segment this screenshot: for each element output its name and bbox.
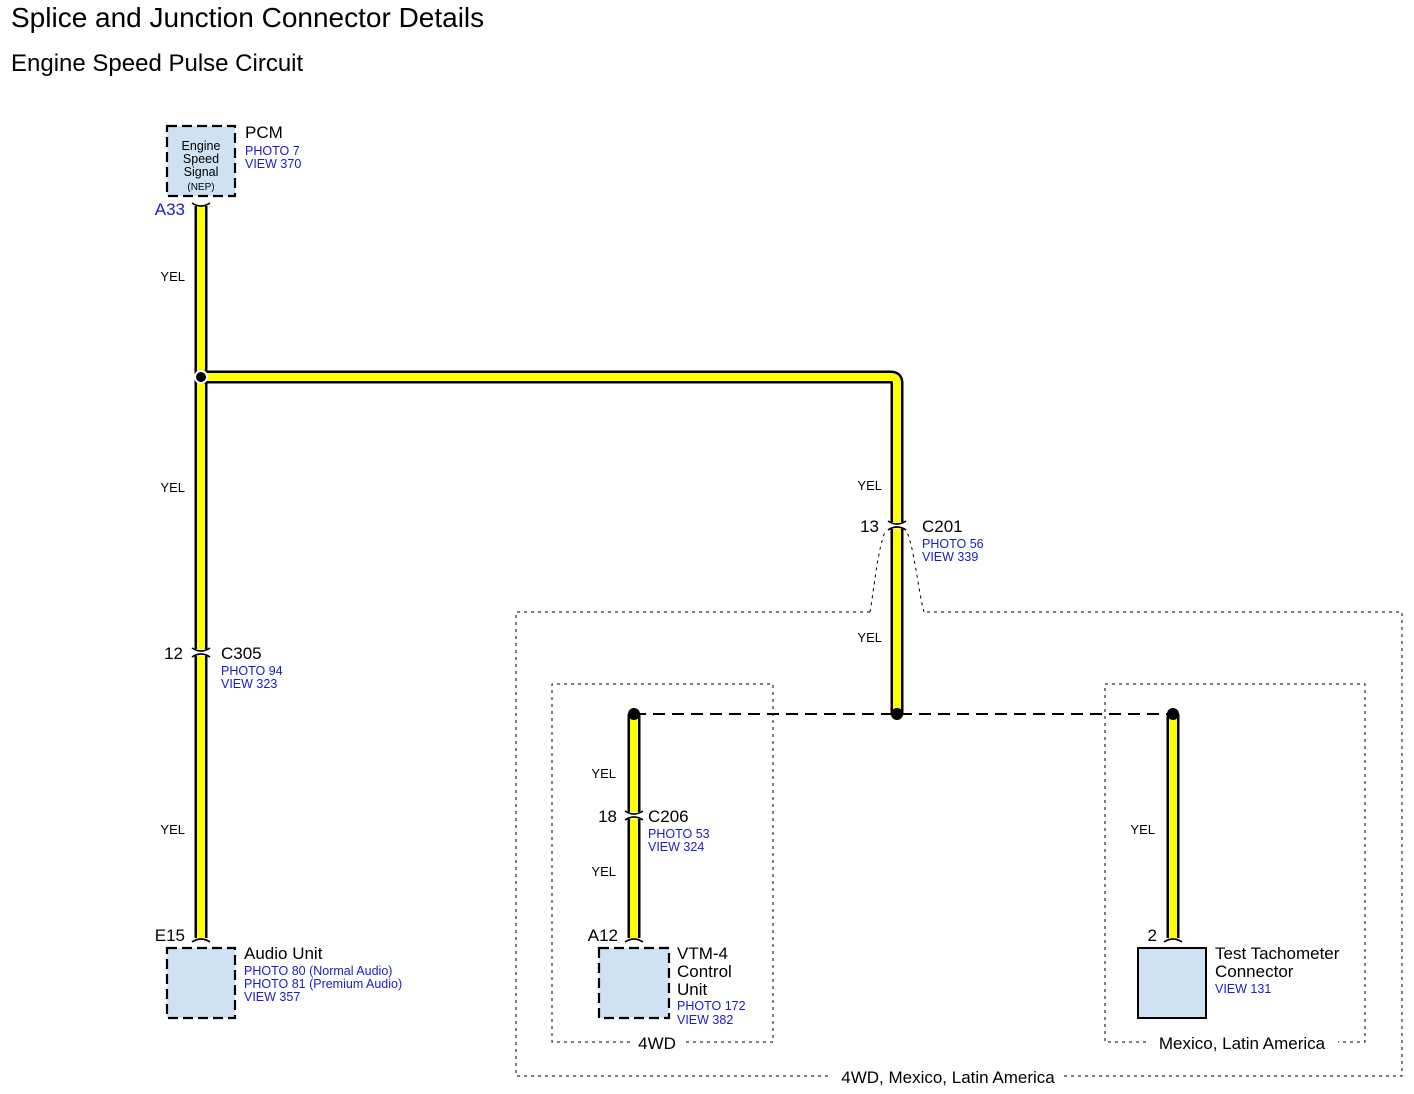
wire-label: YEL [857,478,882,493]
connector-break-c201 [887,520,907,531]
c206-photo-ref: PHOTO 53 [648,827,710,841]
audio-unit-ref-3: VIEW 357 [244,990,300,1004]
pcm-name: PCM [245,123,283,142]
c305-pin: 12 [164,644,183,663]
c201-pin: 13 [860,517,879,536]
wire-label: YEL [160,822,185,837]
c206-view-ref: VIEW 324 [648,840,704,854]
vtm4-pin: A12 [588,926,618,945]
vtm4-name-line-3: Unit [677,980,708,999]
page-subtitle: Engine Speed Pulse Circuit [11,50,304,77]
audio-unit-box [165,946,237,1020]
wire-label: YEL [1130,822,1155,837]
test-tach-view-ref: VIEW 131 [1215,982,1271,996]
splice-point-c201-branch [891,708,903,720]
c305-view-ref: VIEW 323 [221,677,277,691]
splice-point-main [194,370,208,384]
wire-label: YEL [160,269,185,284]
c305-photo-ref: PHOTO 94 [221,664,283,678]
group-label-tach: Mexico, Latin America [1159,1034,1326,1053]
test-tach-pin: 2 [1148,926,1157,945]
test-tach-box [1137,947,1207,1019]
vtm4-name-line-1: VTM-4 [677,944,728,963]
c305-name: C305 [221,644,262,663]
wire-label: YEL [591,766,616,781]
audio-unit-ref-2: PHOTO 81 (Premium Audio) [244,977,402,991]
audio-unit-ref-1: PHOTO 80 (Normal Audio) [244,964,392,978]
pcm-box-sub: (NEP) [187,182,214,193]
c201-photo-ref: PHOTO 56 [922,537,984,551]
pcm-view-ref: VIEW 370 [245,157,301,171]
vtm4-name-line-2: Control [677,962,732,981]
group-label-vtm: 4WD [638,1034,676,1053]
pcm-box-line-1: Engine [182,139,221,153]
pcm-box [165,124,237,198]
vtm4-view-ref: VIEW 382 [677,1013,733,1027]
connector-break-c206 [624,810,644,821]
test-tach-name-line-2: Connector [1215,962,1294,981]
pin-cap-a12 [624,938,644,943]
c206-pin: 18 [598,807,617,826]
c201-view-ref: VIEW 339 [922,550,978,564]
wire-label: YEL [591,864,616,879]
group-box-outer [515,529,1403,1077]
pcm-box-line-2: Speed [183,152,219,166]
c201-name: C201 [922,517,963,536]
splice-point-vtm-branch [628,708,640,720]
audio-unit-name: Audio Unit [244,944,323,963]
wire-label: YEL [160,480,185,495]
vtm4-photo-ref: PHOTO 172 [677,999,746,1013]
audio-unit-pin: E15 [155,926,185,945]
pin-cap-2 [1163,938,1183,943]
c206-name: C206 [648,807,689,826]
pcm-photo-ref: PHOTO 7 [245,144,300,158]
connector-break-c305 [191,647,211,658]
wire-splice-to-c201 [201,370,904,714]
page-title: Splice and Junction Connector Details [11,2,485,33]
pin-cap-a33 [191,202,211,207]
pin-cap-e15 [191,938,211,943]
pcm-pin: A33 [155,200,185,219]
wire-label: YEL [857,630,882,645]
pcm-box-line-3: Signal [184,165,219,179]
test-tach-name-line-1: Test Tachometer [1215,944,1340,963]
splice-point-tach-branch [1167,708,1179,720]
group-label-outer: 4WD, Mexico, Latin America [841,1068,1055,1087]
group-box-vtm [551,683,774,1043]
vtm4-box [597,946,671,1020]
